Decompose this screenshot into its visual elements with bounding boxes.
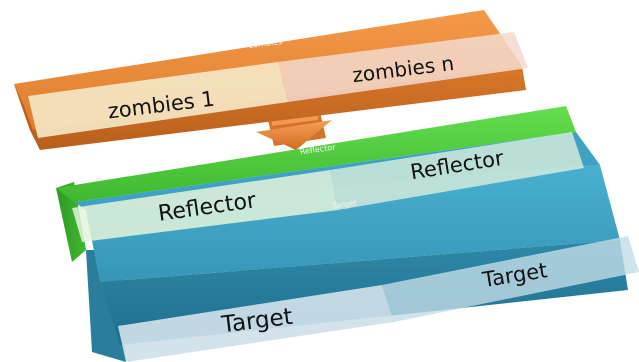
reflector-layer-top: [56, 106, 576, 202]
zombies-tag: zombies: [249, 37, 283, 50]
target-layer: Target Target: [86, 165, 639, 362]
reflector-layer: Reflector Reflector Target: [56, 106, 600, 262]
zombies-right-panel: [278, 32, 528, 102]
zombies-layer: zombies 1 zombies n zombies: [14, 10, 528, 150]
target-right-panel: [382, 236, 639, 322]
reflector-left-panel: [72, 170, 338, 242]
zombies-layer-side: [14, 84, 40, 150]
target-left-panel: [118, 285, 394, 362]
zombies-left-panel: [28, 62, 288, 138]
reflector-right-panel: [330, 132, 584, 210]
target-layer-top: [86, 165, 620, 282]
target-tag: Target: [331, 198, 358, 210]
reflector-layer-side: [56, 182, 86, 262]
zombies-layer-front: [30, 66, 526, 150]
